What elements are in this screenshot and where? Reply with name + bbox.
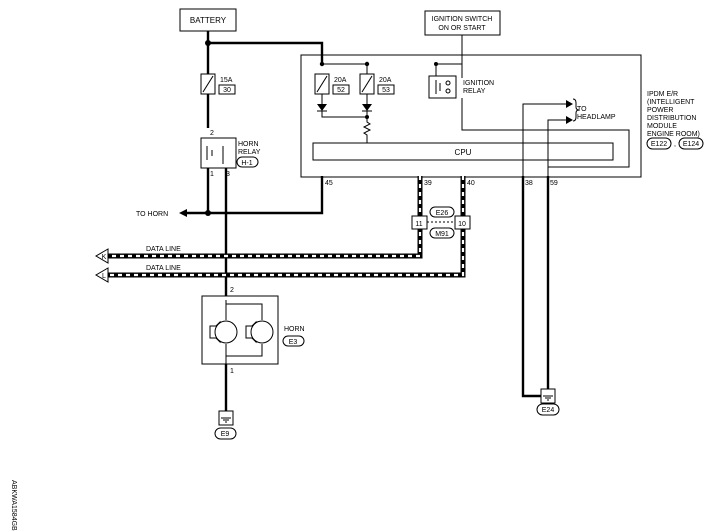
data-line-wires [108, 176, 466, 278]
fuse-53-rating: 20A [379, 77, 392, 84]
horn-assembly: 2 HORN E3 1 [201, 287, 305, 411]
ipdm-label-line1: IPDM E/R [647, 91, 678, 98]
horn-relay-pin-1: 1 [210, 171, 214, 178]
cpu-block: CPU [312, 142, 614, 161]
data-line-label-2: DATA LINE [146, 265, 181, 272]
horn-pin-2: 2 [230, 287, 234, 294]
ipdm-connector-e122: E122 [651, 141, 667, 148]
fuse-52-rating: 20A [334, 77, 347, 84]
horn-relay-label-line2: RELAY [238, 149, 261, 156]
ipdm-label-line4: DISTRIBUTION [647, 115, 696, 122]
ground-e9: E9 [214, 410, 237, 440]
fuse-53-number: 53 [382, 87, 390, 94]
data-line-connector-k: K DATA LINE [95, 246, 181, 264]
data-line-connector-k-label: K [102, 254, 107, 261]
data-line-connector-l: L DATA LINE [95, 265, 181, 283]
joint-pin-10: 10 [458, 221, 466, 228]
horn-relay: 2 1 3 HORN RELAY H-1 [200, 130, 261, 178]
battery-box: BATTERY [179, 8, 237, 32]
ipdm-label-line2: (INTELLIGENT [647, 99, 695, 106]
fuse-15a-rating: 15A [220, 77, 233, 84]
diagram-code: ABKWA1584GB [10, 480, 17, 531]
horn-connector: E3 [289, 339, 298, 346]
ground-e24-label: E24 [542, 407, 555, 414]
fuse-52-number: 52 [337, 87, 345, 94]
to-horn-label: TO HORN [136, 211, 168, 218]
ignition-relay-label-line1: IGNITION [463, 80, 494, 87]
joint-connector: 11 10 E26 M91 [411, 206, 471, 239]
fuse-20a-53: 20A 53 [359, 73, 395, 95]
data-line-connector-l-label: L [102, 273, 106, 280]
ipdm-pin-39: 39 [424, 180, 432, 187]
ground-e24-wires: E24 [521, 176, 560, 416]
ipdm-connector-separator: , [674, 141, 676, 148]
ipdm-pin-labels: 45 39 40 38 59 [325, 180, 558, 187]
to-headlamp-label-line1: TO [577, 106, 587, 113]
battery-label: BATTERY [190, 16, 227, 25]
horn-relay-output-wires: TO HORN [136, 168, 324, 300]
ground-e9-label: E9 [221, 431, 230, 438]
horn-relay-connector: H-1 [241, 160, 252, 167]
horn-relay-pin-2: 2 [210, 130, 214, 137]
joint-connector-e26: E26 [436, 210, 449, 217]
horn-pin-1: 1 [230, 368, 234, 375]
ipdm-pin-38: 38 [525, 180, 533, 187]
to-headlamp-label-line2: HEADLAMP [577, 114, 616, 121]
fuse-15a-number: 30 [223, 87, 231, 94]
ipdm-label-line6: ENGINE ROOM) [647, 131, 700, 138]
cpu-label: CPU [455, 148, 472, 157]
ipdm-pin-59: 59 [550, 180, 558, 187]
ipdm-label-line3: POWER [647, 107, 673, 114]
ignition-feed-wire [434, 35, 463, 78]
ipdm-connector-e124: E124 [683, 141, 699, 148]
ignition-relay-label-line2: RELAY [463, 88, 486, 95]
fuse-20a-52: 20A 52 [314, 73, 350, 95]
ipdm-pin-45: 45 [325, 180, 333, 187]
horn-label: HORN [284, 326, 305, 333]
data-line-label-1: DATA LINE [146, 246, 181, 253]
joint-pin-11: 11 [415, 221, 422, 228]
ignition-switch-box: IGNITION SWITCH ON OR START [424, 10, 501, 36]
horn-relay-label-line1: HORN [238, 141, 259, 148]
ipdm-pin-40: 40 [467, 180, 475, 187]
to-headlamp-lines: TO HEADLAMP [522, 98, 616, 176]
joint-connector-m91: M91 [435, 231, 449, 238]
fuse-diode-network [317, 94, 372, 143]
horn-relay-pin-3: 3 [226, 171, 230, 178]
ipdm-er-panel: IPDM E/R (INTELLIGENT POWER DISTRIBUTION… [300, 54, 704, 178]
ipdm-label-line5: MODULE [647, 123, 677, 130]
fuse-15a: 15A 30 [200, 73, 236, 95]
ignition-switch-label-line2: ON OR START [438, 25, 486, 32]
ignition-relay: IGNITION RELAY [428, 75, 630, 168]
ignition-switch-label-line1: IGNITION SWITCH [432, 16, 493, 23]
